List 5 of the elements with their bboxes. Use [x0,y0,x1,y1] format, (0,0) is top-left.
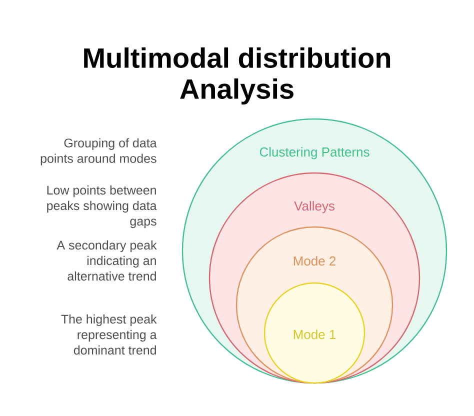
description-text: The highest peak representing a dominant trend [61,314,157,355]
description-text: Grouping of data points around modes [40,138,157,166]
title: Multimodal distribution Analysis [84,47,390,104]
description-text: A secondary peak indicating an alternative trend [56,240,157,281]
description-text: Low points between peaks showing data gaps [47,185,157,228]
